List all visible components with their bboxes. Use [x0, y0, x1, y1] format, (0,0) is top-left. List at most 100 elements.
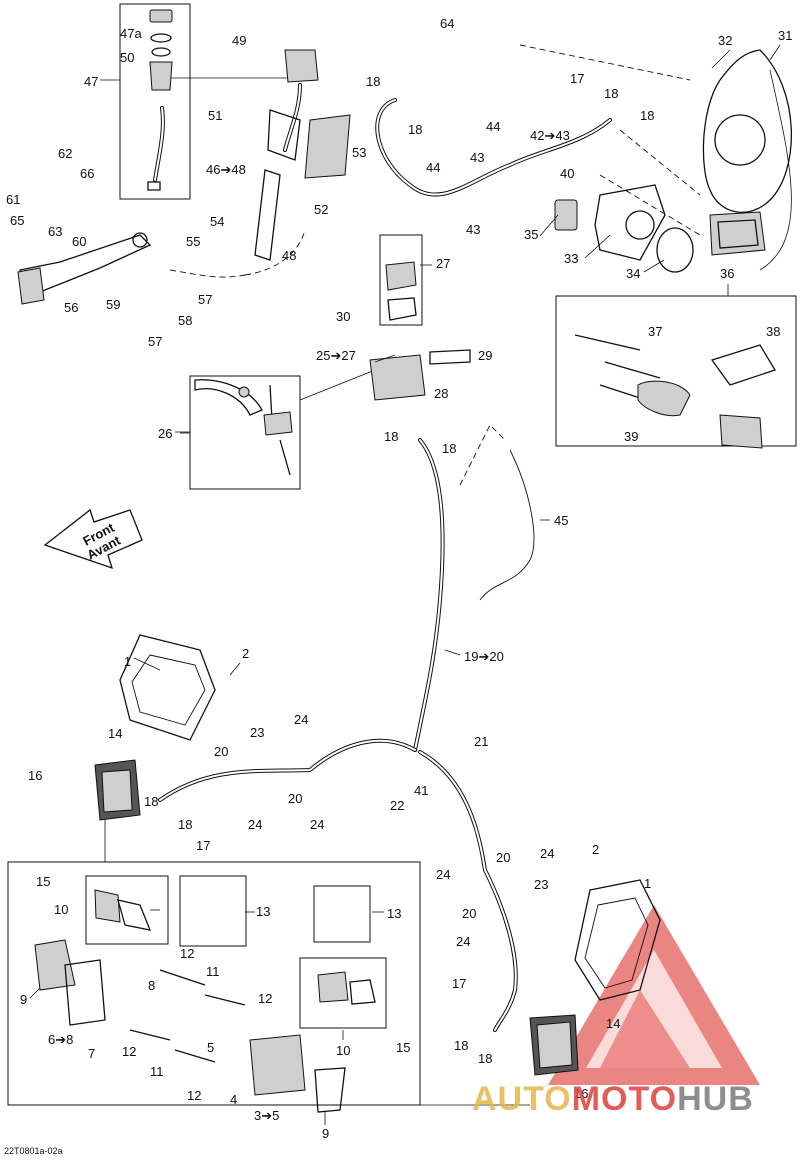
- callout: 29: [478, 348, 492, 363]
- callout: 24: [436, 867, 450, 882]
- callout: 20: [288, 791, 302, 806]
- callout: 20: [462, 906, 476, 921]
- callout: 44: [486, 119, 500, 134]
- callout: 18: [478, 1051, 492, 1066]
- front-right-caliper: [529, 1014, 579, 1076]
- watermark-part-hub: HUB: [677, 1080, 754, 1118]
- callout: 15: [36, 874, 50, 889]
- callout: 24: [456, 934, 470, 949]
- rear-brake-disc: [702, 49, 792, 213]
- callout: 66: [80, 166, 94, 181]
- callout: 23: [534, 877, 548, 892]
- callout: 5: [207, 1040, 214, 1055]
- callout: 53: [352, 145, 366, 160]
- rear-caliper: [709, 211, 766, 256]
- front-master-cylinder: [369, 349, 471, 401]
- callout: 48: [282, 248, 296, 263]
- callout: 20: [214, 744, 228, 759]
- callout: 61: [6, 192, 20, 207]
- watermark-text: AUTOMOTOHUB: [472, 1080, 754, 1119]
- callout: 57: [198, 292, 212, 307]
- callout: 11: [150, 1064, 164, 1079]
- callout: 11: [206, 964, 220, 979]
- callout: 18: [640, 108, 654, 123]
- callout: 19➔20: [464, 649, 504, 664]
- reservoir-kit-box: [119, 3, 191, 200]
- callout: 7: [88, 1046, 95, 1061]
- callout: 13: [256, 904, 270, 919]
- callout: 16: [574, 1086, 588, 1101]
- callout: 52: [314, 202, 328, 217]
- exploded-caliper-left: [34, 939, 346, 1113]
- callout: 18: [454, 1038, 468, 1053]
- callout: 20: [496, 850, 510, 865]
- callout: 15: [396, 1040, 410, 1055]
- callout: 26: [158, 426, 172, 441]
- callout: 47: [84, 74, 98, 89]
- callout: 10: [54, 902, 68, 917]
- callout: 31: [778, 28, 792, 43]
- callout: 34: [626, 266, 640, 281]
- callout: 1: [644, 876, 651, 891]
- callout: 4: [230, 1092, 237, 1107]
- callout: 13: [387, 906, 401, 921]
- rear-caliper-bracket: [554, 184, 694, 273]
- callout: 47a: [120, 26, 142, 41]
- callout: 60: [72, 234, 86, 249]
- callout: 43: [466, 222, 480, 237]
- callout: 12: [187, 1088, 201, 1103]
- callout: 14: [108, 726, 122, 741]
- watermark-logo: [548, 905, 760, 1085]
- callout: 14: [606, 1016, 620, 1031]
- rear-pad-kit-box: [555, 295, 797, 449]
- callout: 32: [718, 33, 732, 48]
- callout: 18: [144, 794, 158, 809]
- callout: 45: [554, 513, 568, 528]
- callout: 40: [560, 166, 574, 181]
- brake-pedal: [17, 232, 152, 305]
- callout: 21: [474, 734, 488, 749]
- callout: 24: [248, 817, 262, 832]
- callout: 44: [426, 160, 440, 175]
- brake-lever-kit-box: [189, 375, 301, 490]
- front-left-caliper: [94, 759, 141, 821]
- callout: 24: [540, 846, 554, 861]
- leader-lines: [29, 44, 781, 1125]
- callout: 3➔5: [254, 1108, 279, 1123]
- callout: 9: [20, 992, 27, 1007]
- callout: 42➔43: [530, 128, 570, 143]
- callout: 22: [390, 798, 404, 813]
- callout: 12: [180, 946, 194, 961]
- callout: 28: [434, 386, 448, 401]
- callout: 55: [186, 234, 200, 249]
- callout: 56: [64, 300, 78, 315]
- callout: 27: [436, 256, 450, 271]
- callout: 43: [470, 150, 484, 165]
- callout: 12: [122, 1044, 136, 1059]
- callout: 46➔48: [206, 162, 246, 177]
- callout: 8: [148, 978, 155, 993]
- callout: 36: [720, 266, 734, 281]
- callout: 10: [336, 1043, 350, 1058]
- callout: 17: [570, 71, 584, 86]
- callout: 41: [414, 783, 428, 798]
- callout: 18: [384, 429, 398, 444]
- callout: 59: [106, 297, 120, 312]
- figure-code: 22T0801a-02a: [4, 1146, 63, 1156]
- callout: 39: [624, 429, 638, 444]
- callout: 54: [210, 214, 224, 229]
- callout: 18: [442, 441, 456, 456]
- callout-labels: 1 2 1 2 3➔5 4 5 6➔8 7 8 9 9 10 10 11 11 …: [6, 16, 792, 1141]
- front-left-disc-adapter: [119, 634, 216, 741]
- callout: 33: [564, 251, 578, 266]
- callout: 24: [310, 817, 324, 832]
- callout: 64: [440, 16, 454, 31]
- callout: 9: [322, 1126, 329, 1141]
- callout: 57: [148, 334, 162, 349]
- watermark-part-moto: MOTO: [571, 1080, 678, 1118]
- callout: 38: [766, 324, 780, 339]
- master-cylinder-kit-box: [379, 234, 423, 326]
- callout: 17: [452, 976, 466, 991]
- callout: 49: [232, 33, 246, 48]
